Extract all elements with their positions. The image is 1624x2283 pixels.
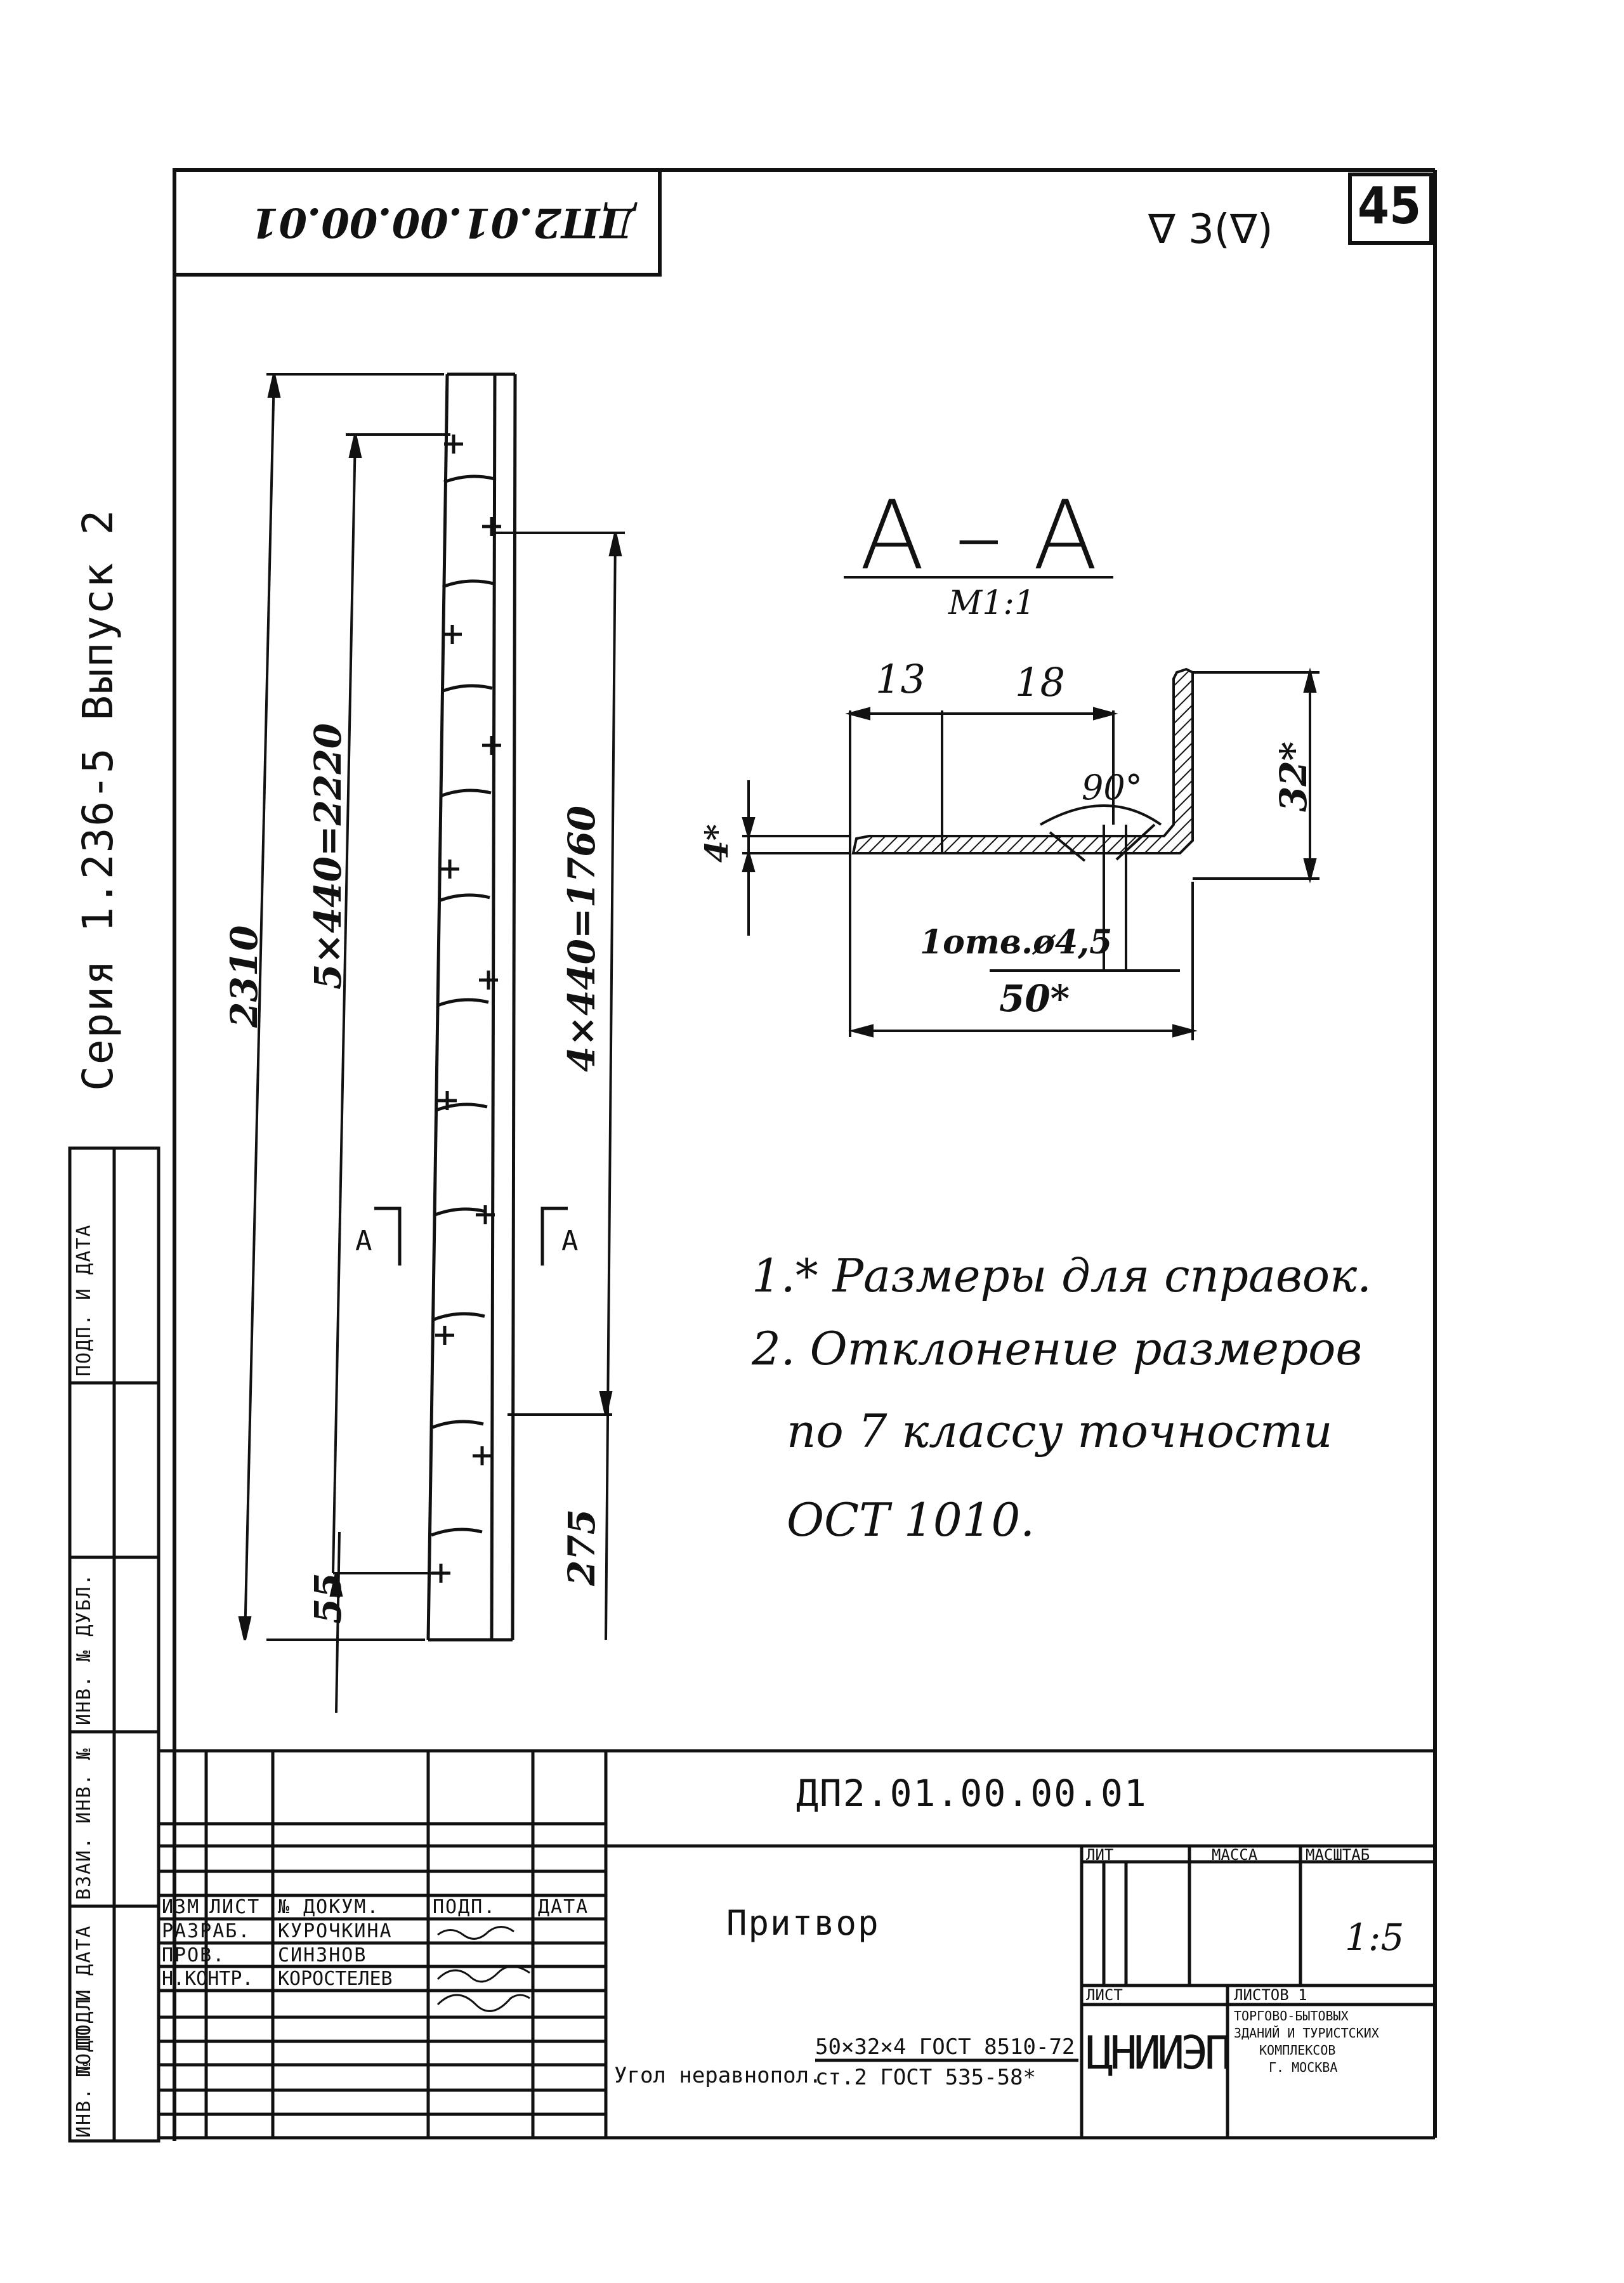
- section-mark-left: А: [355, 1225, 374, 1257]
- row-role-nkontr: Н.КОНТР.: [162, 1968, 254, 1990]
- side-stamp-vzam-inv: ВЗАИ. ИНВ. №: [73, 1747, 95, 1900]
- tb-scale-value: 1:5: [1345, 1916, 1405, 1959]
- side-stamp-grid: [68, 1146, 160, 2143]
- side-stamp-podp-data-2: ПОДП. И ДАТА: [73, 1224, 95, 1377]
- note-1: 1.* Размеры для справок.: [752, 1249, 1372, 1302]
- dim-pitch-5: 5×440=2220: [306, 723, 350, 990]
- hole-marks: [431, 435, 501, 1583]
- col-header-data: ДАТА: [538, 1896, 589, 1918]
- page-number: 45: [1358, 176, 1422, 235]
- roughness-symbol: ∇ 3(∇): [1148, 206, 1273, 253]
- section-dimensions: [742, 667, 1320, 1040]
- dim-total-length: 2310: [223, 925, 266, 1028]
- col-header-doc: № ДОКУМ.: [278, 1896, 380, 1918]
- section-mark-right: А: [561, 1225, 580, 1257]
- row-role-razrab: РАЗРАБ.: [162, 1920, 251, 1942]
- section-angle: 90°: [1082, 768, 1143, 808]
- series-label: Серия 1.236-5 Выпуск 2: [74, 508, 122, 1091]
- signatures: [436, 1926, 530, 2012]
- dim-pitch-4: 4×440=1760: [560, 805, 603, 1072]
- org-text-4: Г. МОСКВА: [1269, 2060, 1338, 2075]
- col-header-list: ЛИСТ: [209, 1896, 261, 1918]
- tb-head-mass: МАССА: [1212, 1846, 1258, 1864]
- org-logo: ЦНИИЭП: [1086, 2026, 1232, 2079]
- tb-material-bottom: ст.2 ГОСТ 535-58*: [815, 2065, 1036, 2090]
- section-dim-32: 32*: [1272, 741, 1315, 812]
- org-text-1: ТОРГОВО-БЫТОВЫХ: [1234, 2008, 1349, 2024]
- tb-head-lit: ЛИТ: [1086, 1846, 1114, 1864]
- note-3: по 7 классу точности: [787, 1404, 1333, 1458]
- tb-designation: ДП2.01.00.00.01: [796, 1772, 1148, 1815]
- section-dim-18: 18: [1015, 659, 1065, 705]
- row-name-prov: СИНЗНОВ: [278, 1944, 367, 1966]
- dim-end-offset: 55: [306, 1573, 350, 1624]
- mirrored-designation-stamp: ДП2.01.00.00.01: [251, 199, 636, 246]
- section-title: А – А: [860, 481, 1098, 591]
- section-dim-4: 4*: [698, 824, 735, 863]
- angle-profile: [851, 667, 1194, 862]
- stamp-box: [173, 168, 662, 277]
- tb-material-top: 50×32×4 ГОСТ 8510-72: [815, 2034, 1075, 2060]
- page-number-box: [1348, 173, 1433, 245]
- section-hole: 1отв.ø4,5: [920, 923, 1113, 962]
- col-header-izm: ИЗМ: [162, 1896, 200, 1918]
- row-role-prov: ПРОВ.: [162, 1944, 226, 1966]
- bar-dimensions: [238, 373, 625, 1713]
- section-dim-13: 13: [875, 656, 926, 702]
- row-name-razrab: КУРОЧКИНА: [278, 1920, 393, 1942]
- section-dim-50: 50*: [999, 977, 1070, 1020]
- tb-sheet-label: ЛИСТ: [1086, 1986, 1123, 2004]
- angle-bar: [426, 372, 517, 1642]
- tb-part-name: Притвор: [726, 1903, 880, 1943]
- row-name-nkontr: КОРОСТЕЛЕВ: [278, 1968, 393, 1990]
- org-text-3: КОМПЛЕКСОВ: [1259, 2043, 1336, 2058]
- side-stamp-podp-data-1: ПОДП. И ДАТА: [73, 1925, 95, 2077]
- section-markers: [374, 1207, 568, 1266]
- tb-head-scale: МАСШТАБ: [1306, 1846, 1370, 1864]
- dim-bottom-offset: 275: [560, 1508, 603, 1586]
- title-block-grid: [159, 1749, 1435, 2140]
- side-stamp-inv-dubl: ИНВ. № ДУБЛ.: [73, 1573, 95, 1725]
- tb-sheets-label: ЛИСТОВ 1: [1234, 1986, 1307, 2004]
- col-header-podp: ПОДП.: [433, 1896, 497, 1918]
- note-2: 2. Отклонение размеров: [752, 1322, 1363, 1375]
- note-4: ОСТ 1010.: [787, 1493, 1035, 1547]
- org-text-2: ЗДАНИЙ И ТУРИСТСКИХ: [1234, 2025, 1379, 2041]
- tb-material-prefix: Угол неравнопол.: [614, 2063, 822, 2088]
- section-scale: М1:1: [948, 584, 1035, 622]
